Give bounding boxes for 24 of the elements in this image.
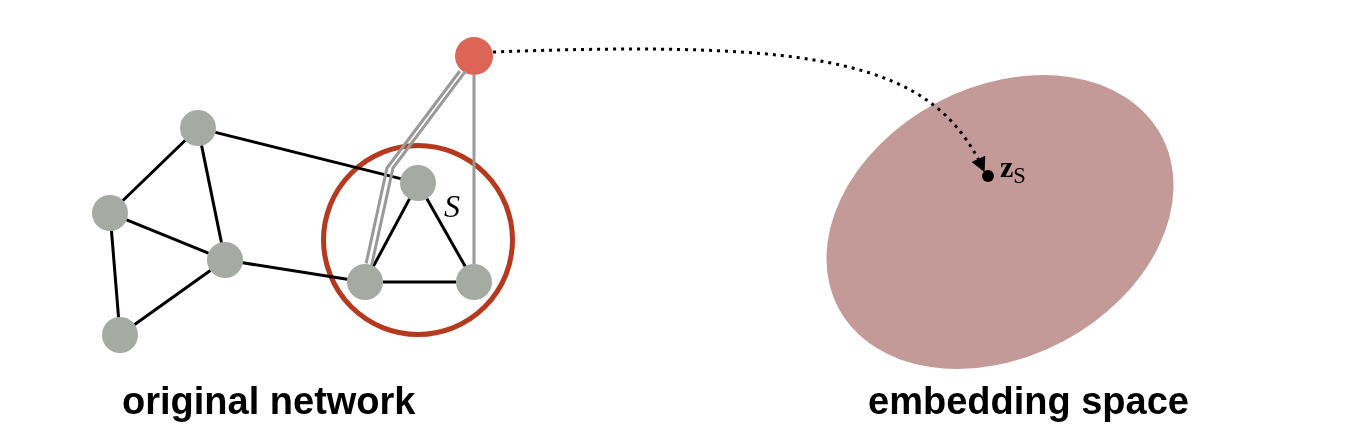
subgraph-label: S (444, 190, 460, 222)
graph-edge (133, 269, 212, 326)
panel-caption: embedding space (868, 379, 1189, 424)
subset-embedding-label: z$_{S}$ (1000, 152, 1026, 182)
dotted-arrow (492, 47, 986, 173)
graph-edge (425, 197, 467, 268)
graph-node (102, 317, 138, 353)
graph-edge (200, 145, 223, 243)
graph-node (400, 165, 436, 201)
graph-edge (126, 218, 209, 255)
graph-edge (215, 130, 401, 181)
graph-edge (121, 139, 187, 202)
graph-node (92, 195, 128, 231)
graph-edge (242, 261, 348, 281)
graph-node (180, 110, 216, 146)
graph-edge (472, 75, 476, 264)
panel-caption: original network (122, 379, 416, 424)
highlighted-node (455, 37, 493, 75)
graph-edge (372, 198, 411, 267)
graph-node (347, 264, 383, 300)
graph-edge (383, 280, 456, 284)
graph-edge (109, 230, 121, 318)
graph-node (456, 264, 492, 300)
graph-node (207, 242, 243, 278)
